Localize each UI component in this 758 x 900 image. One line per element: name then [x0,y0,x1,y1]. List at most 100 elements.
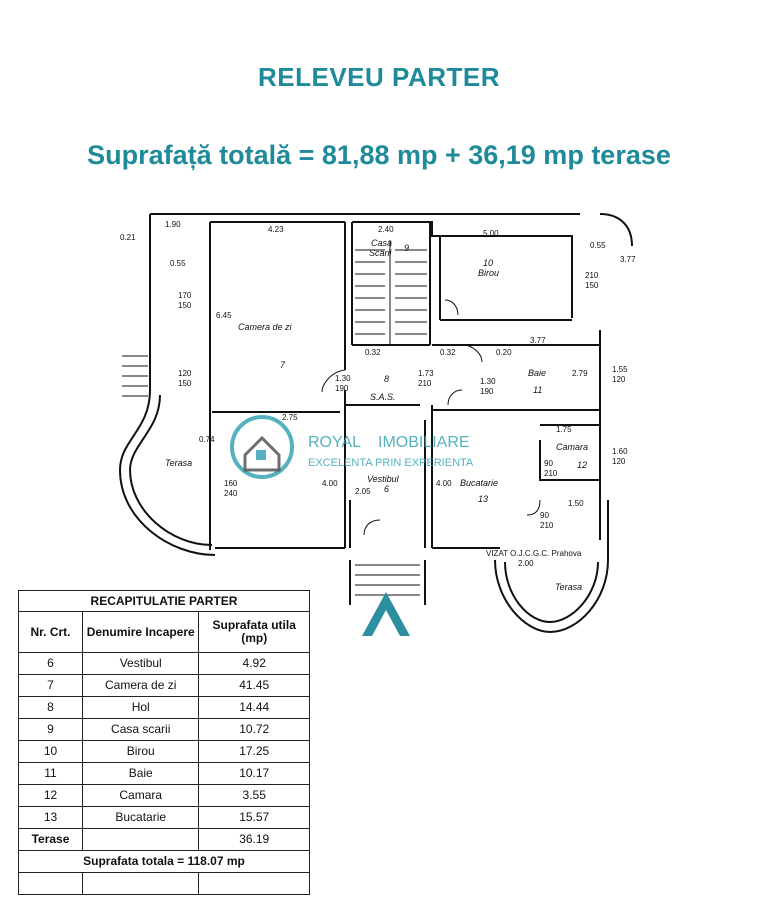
recap-name: Camara [82,784,200,807]
recap-nr: 12 [17,784,84,807]
dim-label: 120 [178,369,192,378]
dim-label: 190 [335,384,349,393]
dim-label: 120 [612,457,626,466]
recap-area: 10.72 [198,718,310,741]
dim-label: 0.32 [440,348,456,357]
page-title: RELEVEU PARTER [258,62,500,92]
entrance-arrow-icon [362,592,410,636]
stair-treads [122,240,427,596]
room-11-num: 11 [533,385,542,395]
room-9-name-a: Casa [371,238,392,248]
recap-nr: 9 [17,718,84,741]
room-7-num: 7 [280,360,286,370]
dim-label: 150 [178,379,192,388]
front-stairs-outline [349,560,426,605]
recap-name: Birou [82,740,200,763]
page-subtitle: Suprafață totală = 81,88 mp + 36,19 mp t… [87,140,671,170]
dim-label: 190 [480,387,494,396]
dim-label: 210 [540,521,554,530]
recap-empty-cell [82,828,200,851]
dim-label: 160 [224,479,238,488]
room-12-name: Camara [556,442,588,452]
terrace-right-inner [504,561,599,624]
dim-label: 170 [178,291,192,300]
wall-stair-left [351,222,430,346]
door-arcs [321,299,541,536]
terrace-right-curve [494,500,609,634]
recap-area: 10.17 [198,762,310,785]
recap-caption: RECAPITULATIE PARTER [18,590,310,612]
watermark-logo [230,415,294,479]
wall-office [439,236,572,321]
dim-label: 2.00 [518,559,534,568]
recap-name: Baie [82,762,200,785]
dim-label: 5.00 [483,229,499,238]
dim-label: 90 [544,459,553,468]
dim-label: 210 [544,469,558,478]
recap-nr: 11 [17,762,84,785]
room-10-num: 10 [483,258,493,268]
dim-label: 2.75 [282,413,298,422]
room-6-name: Vestibul [367,474,400,484]
wall-pantry [539,440,600,481]
recap-area: 4.92 [198,652,310,675]
recap-header-area: Suprafata utila (mp) [198,611,310,653]
dim-label: 1.73 [418,369,434,378]
dim-label: 3.77 [530,336,546,345]
dim-label: 0.20 [496,348,512,357]
dim-label: 0.21 [120,233,136,242]
recap-table: RECAPITULATIE PARTER Nr. Crt. Denumire I… [17,590,310,895]
recap-name: Hol [82,696,200,719]
terrace-left-curve [118,389,216,556]
recap-name: Bucatarie [82,806,200,829]
dim-label: 0.74 [199,435,215,444]
dim-label: 4.00 [436,479,452,488]
dim-label: 2.79 [572,369,588,378]
dim-label: 1.90 [165,220,181,229]
room-9-num: 9 [404,243,409,253]
watermark-tagline: EXCELENTA PRIN EXPERIENTA [308,457,474,469]
dim-label: 120 [612,375,626,384]
dim-label: 210 [418,379,432,388]
terrace-left-label: Terasa [165,458,192,468]
room-9-name-b: Scarii [369,248,393,258]
recap-terase-label: Terase [17,828,84,851]
dim-label: 210 [585,271,599,280]
dim-label: 0.55 [590,241,606,250]
recap-nr: 8 [17,696,84,719]
dim-label: 2.05 [355,487,371,496]
dim-label: 90 [540,511,549,520]
recap-nr: 6 [17,652,84,675]
wall-main-top [210,221,573,318]
recap-name: Vestibul [82,652,200,675]
wall-kitchen-right [540,424,601,540]
recap-empty-cell [17,872,84,895]
recap-name: Casa scarii [82,718,200,741]
corner-stairs [599,213,633,247]
dim-label: 2.40 [378,225,394,234]
room-7-name: Camera de zi [238,322,293,332]
dim-label: 4.23 [268,225,284,234]
recap-terase-value: 36.19 [198,828,310,851]
recap-header-nr: Nr. Crt. [17,611,84,653]
recap-nr: 13 [17,806,84,829]
dim-label: 1.30 [480,377,496,386]
dim-label: 6.45 [216,311,232,320]
recap-area: 14.44 [198,696,310,719]
dim-label: 1.30 [335,374,351,383]
dim-label: 4.00 [322,479,338,488]
approval-stamp: VIZAT O.J.C.G.C. Prahova [486,549,582,558]
dim-label: 0.32 [365,348,381,357]
room-10-name: Birou [478,268,499,278]
room-8-num: 8 [384,374,389,384]
terrace-left-inner [128,394,213,546]
watermark-brand-b: IMOBILIARE [378,434,470,451]
